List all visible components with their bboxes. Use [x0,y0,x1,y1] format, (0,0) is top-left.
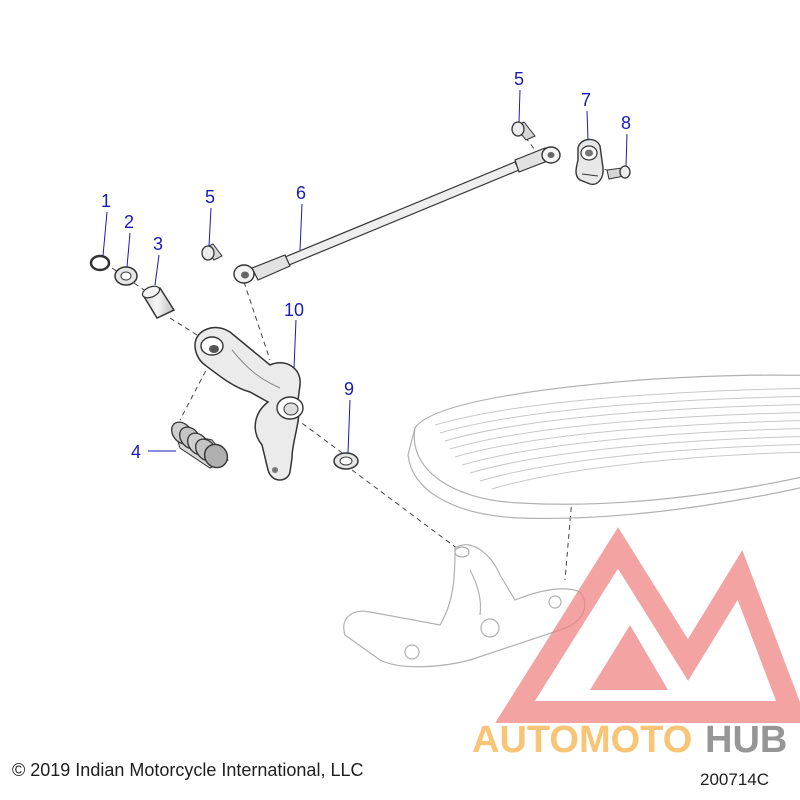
part-shift-peg [171,421,229,469]
watermark-text-hub: HUB [705,719,787,761]
watermark-text-automoto: AUTOMOTO [472,719,692,761]
assembly-guide-lines [111,129,613,581]
part-shift-lever [194,326,304,481]
callout-6: 6 [296,183,306,203]
callout-labels: 1 2 3 4 5 5 6 7 8 9 10 [101,69,631,462]
part-clamp-bolt [606,165,631,180]
part-bolt-right [511,121,536,141]
footboard-ribs [434,388,800,490]
part-washer [114,266,138,286]
part-shift-rod [233,146,561,284]
callout-3: 3 [153,234,163,254]
part-bushing [141,285,176,319]
callout-1: 1 [101,191,111,211]
footboard-bracket-outline [343,544,586,668]
callout-5-left: 5 [205,187,215,207]
copyright-notice: © 2019 Indian Motorcycle International, … [12,760,364,780]
callout-4: 4 [131,442,141,462]
callout-leaders [102,89,628,454]
callout-8: 8 [621,113,631,133]
callout-5-right: 5 [514,69,524,89]
callout-7: 7 [581,90,591,110]
callout-9: 9 [344,379,354,399]
part-clamp [575,138,604,185]
figure-id: 200714C [700,770,770,789]
callout-10: 10 [284,300,304,320]
footboard-outline [407,374,800,519]
watermark-logo: AUTOMOTO HUB [472,527,800,761]
part-bolt-left [201,243,223,261]
part-washer-lever [333,452,359,470]
callout-2: 2 [124,212,134,232]
part-retaining-ring [89,254,111,272]
